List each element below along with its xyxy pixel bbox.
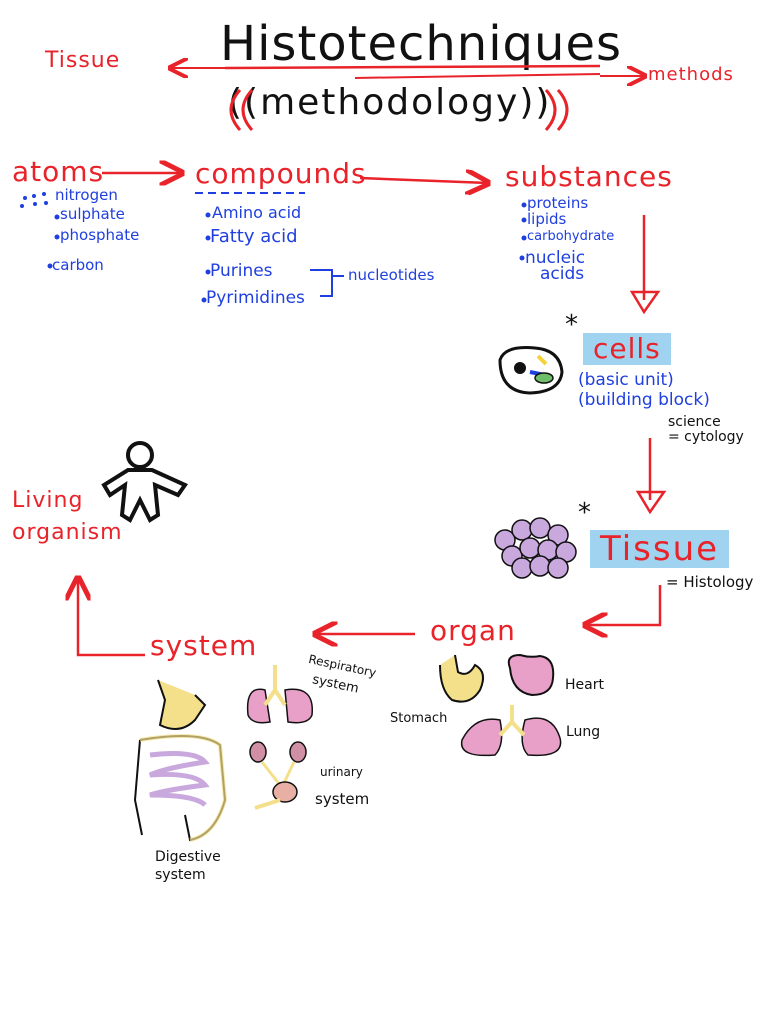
respiratory-system-icon	[246, 665, 313, 724]
paren-right-2	[544, 88, 557, 132]
cells-note: (basic unit)	[578, 370, 674, 390]
atom-item: sulphate	[60, 205, 125, 223]
atom-item: nitrogen	[55, 186, 118, 204]
title-underline-2	[354, 73, 601, 79]
substances-label: substances	[505, 160, 673, 193]
organ-heart-label: Heart	[565, 677, 604, 693]
nucleotides-bracket	[310, 269, 344, 297]
cells-note: (building block)	[578, 390, 710, 410]
arrow-tissue-organ	[585, 585, 662, 625]
tissue-label: Tissue	[590, 530, 730, 568]
cells-star: *	[565, 310, 578, 340]
cells-label: cells	[583, 333, 671, 365]
paren-right	[556, 88, 569, 132]
substance-item: carbohydrate	[527, 229, 615, 244]
header-left-label: Tissue	[45, 48, 121, 73]
compounds-label: compounds	[195, 157, 367, 190]
tissue-histology: = Histology	[666, 573, 754, 591]
atom-item: carbon	[52, 256, 104, 274]
organism-label-line1: Living	[12, 488, 84, 513]
organ-stomach-label: Stomach	[390, 711, 448, 726]
substance-item: nucleic	[525, 248, 586, 268]
substance-item: lipids	[527, 210, 567, 228]
heart-icon	[507, 653, 555, 697]
organism-label-line2: organism	[12, 520, 123, 545]
cell-icon	[498, 346, 564, 395]
tissue-star: *	[578, 498, 591, 528]
page-subtitle: ((methodology))	[228, 82, 552, 123]
arrow-system-organism	[78, 578, 145, 657]
compound-item: Amino acid	[212, 203, 302, 222]
arrow-head-tissue	[635, 490, 667, 515]
substance-item: acids	[540, 264, 585, 284]
arrow-compounds-substances	[359, 178, 488, 183]
page-title: Histotechniques	[220, 16, 622, 72]
digestive-system-icon	[133, 679, 228, 842]
compound-item: Fatty acid	[210, 226, 298, 247]
atom-item: phosphate	[60, 226, 140, 244]
urinary-label: urinary	[320, 765, 363, 779]
compound-item: Purines	[210, 261, 273, 281]
header-right-label: methods	[648, 64, 734, 85]
atom-dots-icon	[20, 192, 48, 208]
urinary-label-2: system	[315, 790, 370, 808]
cells-cytology: = cytology	[668, 429, 744, 445]
organ-label: organ	[430, 614, 516, 647]
substance-item: proteins	[527, 194, 589, 212]
urinary-system-icon	[249, 741, 307, 810]
title-underline	[224, 64, 601, 70]
nucleotides-label: nucleotides	[348, 266, 435, 284]
bullets	[47, 202, 527, 303]
digestive-label: Digestive	[155, 849, 221, 865]
paren-left-2	[241, 88, 254, 132]
compound-item: Pyrimidines	[206, 288, 305, 308]
system-label: system	[150, 629, 258, 662]
human-figure-icon	[101, 441, 189, 523]
digestive-label-2: system	[155, 867, 206, 883]
stomach-icon	[439, 654, 485, 703]
tissue-cells-icon	[494, 517, 577, 579]
lung-icon	[460, 705, 562, 757]
arrow-head-cells	[629, 290, 661, 315]
atoms-label: atoms	[12, 155, 105, 188]
paren-left	[229, 88, 242, 132]
organ-lung-label: Lung	[566, 724, 601, 740]
cells-science: science	[668, 414, 721, 430]
